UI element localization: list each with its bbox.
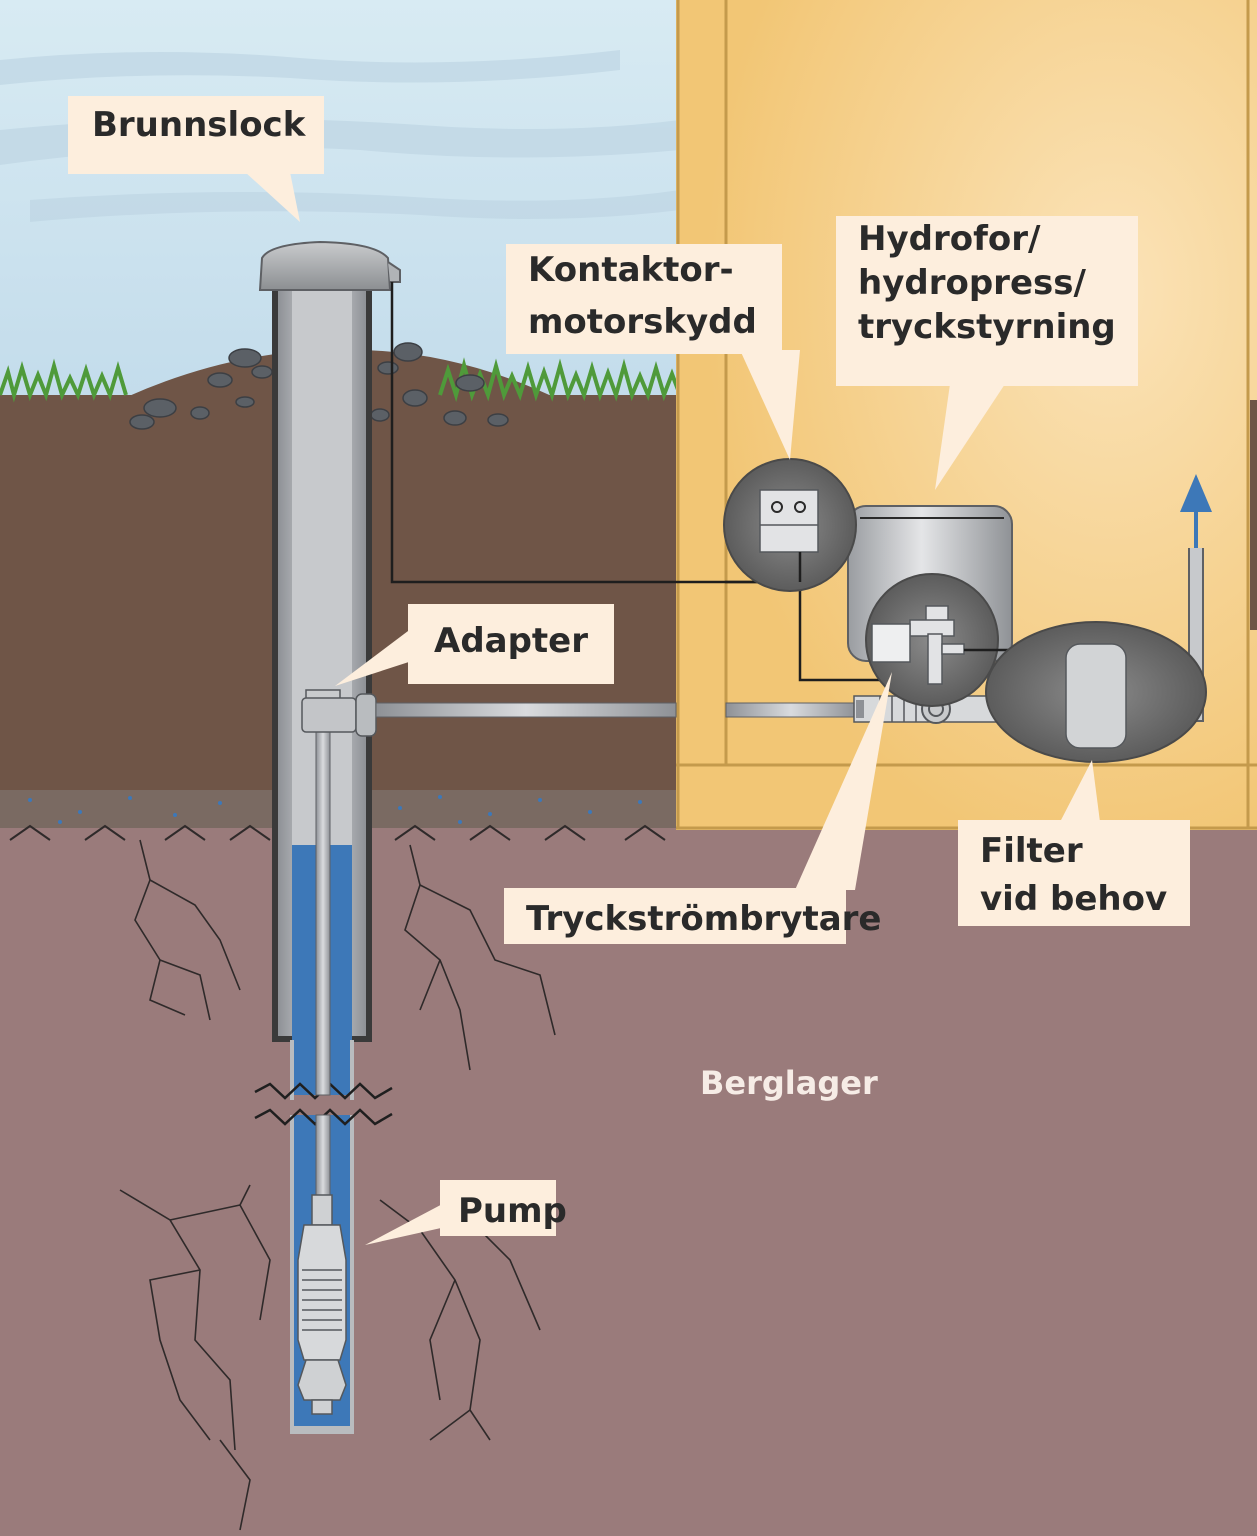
label-hydrofor-3: tryckstyrning <box>858 307 1116 347</box>
label-filter-2: vid behov <box>980 879 1167 919</box>
grass <box>0 357 682 403</box>
adapter <box>301 689 377 737</box>
callout-brunnslock: Brunnslock <box>68 96 324 222</box>
arrow-up-icon <box>1180 474 1212 512</box>
callout-adapter: Adapter <box>335 604 614 686</box>
callout-hydrofor: Hydrofor/ hydropress/ tryckstyrning <box>836 216 1138 490</box>
bedrock-edge-marks <box>9 824 666 841</box>
label-adapter: Adapter <box>434 621 588 661</box>
label-kontaktor-2: motorskydd <box>528 302 757 342</box>
water-specks <box>28 795 642 824</box>
callout-kontaktor: Kontaktor- motorskydd <box>506 244 800 460</box>
stones <box>129 342 509 430</box>
rock-cracks <box>119 839 556 1531</box>
pressure-switch <box>865 573 1010 707</box>
callout-filter: Filter vid behov <box>958 760 1190 926</box>
label-hydrofor-1: Hydrofor/ <box>858 219 1041 259</box>
callout-pump: Pump <box>365 1180 567 1245</box>
label-pump: Pump <box>458 1191 567 1231</box>
riser-pipe <box>315 699 331 1096</box>
pump <box>297 1194 347 1415</box>
label-tryckstrombrytare: Tryckströmbrytare <box>526 899 882 939</box>
label-brunnslock: Brunnslock <box>92 105 307 145</box>
switch-box-icon <box>723 458 857 592</box>
label-kontaktor-1: Kontaktor- <box>528 250 734 290</box>
well-cap <box>258 240 401 291</box>
callout-tryckstrombrytare: Tryckströmbrytare <box>504 672 892 944</box>
house-edge-strip <box>1250 400 1257 630</box>
filter <box>985 621 1207 763</box>
label-berglager: Berglager <box>700 1064 878 1102</box>
label-filter-1: Filter <box>980 831 1083 871</box>
bedrock <box>0 828 1257 1536</box>
supply-pipe <box>375 702 677 718</box>
label-hydrofor-2: hydropress/ <box>858 263 1086 303</box>
